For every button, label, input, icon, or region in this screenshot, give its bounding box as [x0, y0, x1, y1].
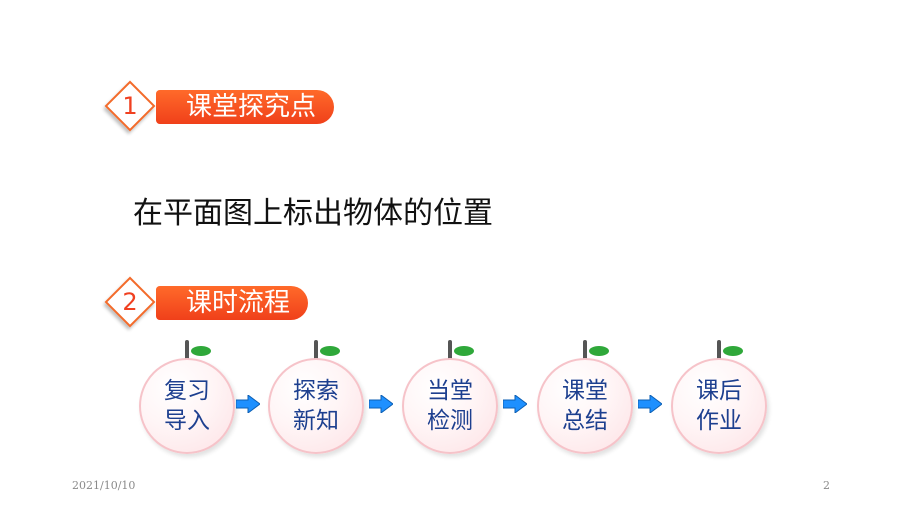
arrow-right-icon	[638, 395, 662, 413]
peach-icon: 复习导入	[139, 358, 235, 454]
flow-step-4[interactable]: 课堂总结	[537, 340, 637, 454]
flow-step-5[interactable]: 课后作业	[671, 340, 771, 454]
stem-icon	[314, 340, 318, 360]
section-title: 课堂探究点	[156, 90, 335, 124]
footer-date: 2021/10/10	[72, 479, 136, 492]
flow-step-2[interactable]: 探索新知	[268, 340, 368, 454]
stem-icon	[583, 340, 587, 360]
flow-step-label: 课后作业	[696, 378, 742, 434]
stem-icon	[717, 340, 721, 360]
leaf-icon	[454, 346, 474, 356]
flow-step-label: 课堂总结	[562, 378, 608, 434]
arrow-right-icon	[236, 395, 260, 413]
flow-step-1[interactable]: 复习导入	[139, 340, 239, 454]
peach-icon: 探索新知	[268, 358, 364, 454]
arrow-right-icon	[503, 395, 527, 413]
flow-step-label: 探索新知	[293, 378, 339, 434]
stem-icon	[185, 340, 189, 360]
flow-step-label: 当堂检测	[427, 378, 473, 434]
lesson-topic: 在平面图上标出物体的位置	[133, 196, 493, 231]
flow-step-label: 复习导入	[164, 378, 210, 434]
leaf-icon	[320, 346, 340, 356]
leaf-icon	[589, 346, 609, 356]
section-number: 1	[122, 92, 138, 120]
leaf-icon	[723, 346, 743, 356]
page-number: 2	[823, 479, 830, 492]
peach-icon: 课堂总结	[537, 358, 633, 454]
arrow-right-icon	[369, 395, 393, 413]
peach-icon: 当堂检测	[402, 358, 498, 454]
leaf-icon	[191, 346, 211, 356]
section-number: 2	[122, 288, 138, 316]
section-title: 课时流程	[156, 286, 309, 320]
flow-step-3[interactable]: 当堂检测	[402, 340, 502, 454]
stem-icon	[448, 340, 452, 360]
peach-icon: 课后作业	[671, 358, 767, 454]
